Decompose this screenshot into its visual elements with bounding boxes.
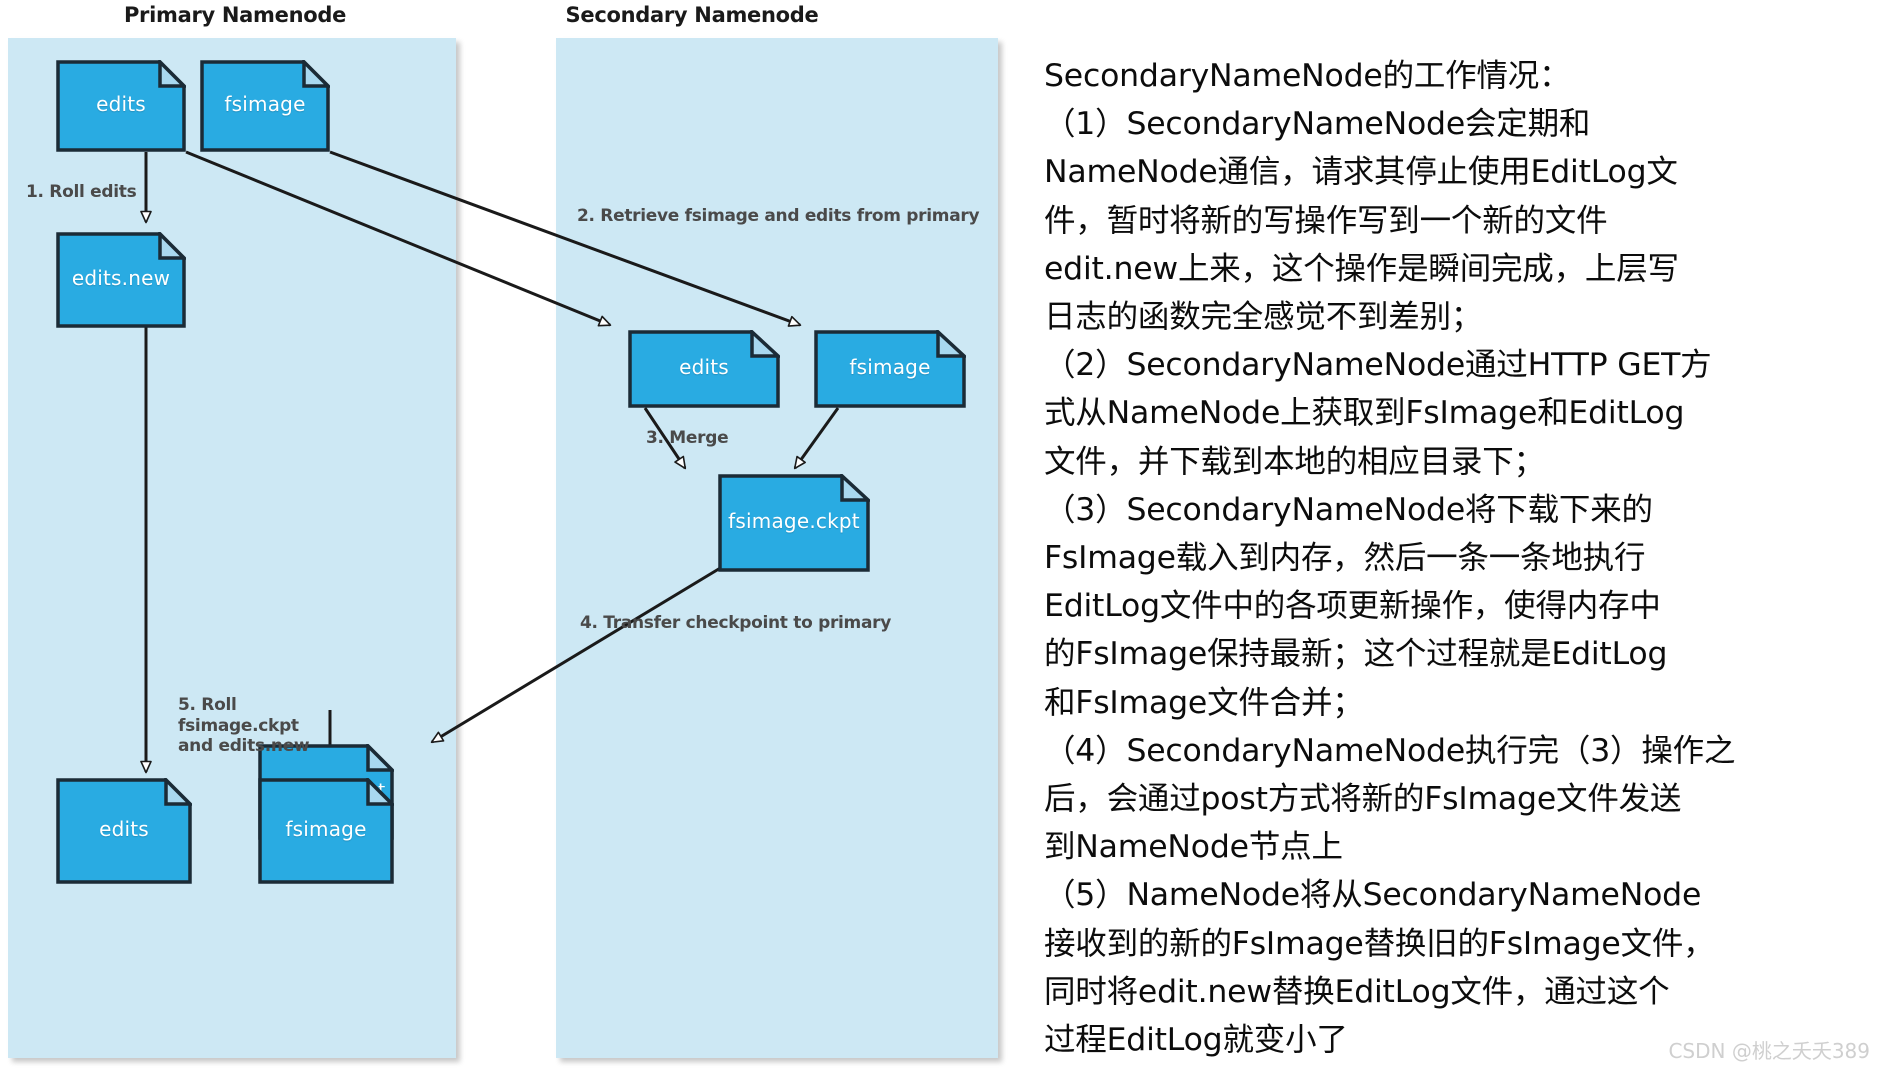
explanation-line: 过程EditLog就变小了	[1044, 1022, 1348, 1059]
step-label-3: 3. Merge	[646, 428, 729, 448]
explanation-line: 文件，并下载到本地的相应目录下；	[1044, 443, 1545, 480]
explanation-line: FsImage载入到内存，然后一条一条地执行	[1044, 540, 1646, 577]
explanation-line: （3）SecondaryNameNode将下载下来的	[1044, 491, 1653, 528]
explanation-line: 同时将edit.new替换EditLog文件，通过这个	[1044, 973, 1670, 1010]
explanation-line: EditLog文件中的各项更新操作，使得内存中	[1044, 588, 1661, 625]
explanation-line: （5）NameNode将从SecondaryNameNode	[1044, 877, 1702, 914]
explanation-line: （2）SecondaryNameNode通过HTTP GET方	[1044, 347, 1712, 384]
explanation-panel: SecondaryNameNode的工作情况： （1）SecondaryName…	[1022, 0, 1884, 1076]
explanation-line: （4）SecondaryNameNode执行完（3）操作之	[1044, 732, 1736, 769]
node-edits-new[interactable]: edits.new	[56, 232, 186, 328]
hdfs-checkpoint-diagram: Primary Namenode Secondary Namenode	[8, 3, 998, 1058]
panel-title-primary: Primary Namenode	[123, 3, 347, 27]
explanation-line: SecondaryNameNode的工作情况：	[1044, 58, 1571, 94]
explanation-line: （1）SecondaryNameNode会定期和	[1044, 106, 1591, 143]
step-label-4: 4. Transfer checkpoint to primary	[580, 613, 892, 633]
node-edits-secondary[interactable]: edits	[628, 330, 780, 408]
explanation-line: 日志的函数完全感觉不到差别；	[1044, 299, 1483, 336]
explanation-line: 到NameNode节点上	[1044, 829, 1343, 866]
step-label-1: 1. Roll edits	[26, 182, 137, 202]
step-label-5: 5. Roll fsimage.ckpt and edits.new	[178, 695, 310, 757]
explanation-line: NameNode通信，请求其停止使用EditLog文	[1044, 154, 1678, 191]
explanation-line: 的FsImage保持最新；这个过程就是EditLog	[1044, 636, 1668, 673]
csdn-watermark: CSDN @桃之夭夭389	[1668, 1039, 1870, 1063]
node-edits-primary-bottom[interactable]: edits	[56, 778, 192, 884]
explanation-line: 后，会通过post方式将新的FsImage文件发送	[1044, 781, 1682, 818]
explanation-line: 接收到的新的FsImage替换旧的FsImage文件，	[1044, 925, 1715, 962]
node-fsimage-primary-bottom[interactable]: fsimage	[258, 778, 394, 884]
explanation-line: 式从NameNode上获取到FsImage和EditLog	[1044, 395, 1685, 432]
node-fsimage-secondary[interactable]: fsimage	[814, 330, 966, 408]
node-fsimage-ckpt-secondary[interactable]: fsimage.ckpt	[718, 474, 870, 572]
node-fsimage-primary-top[interactable]: fsimage	[200, 60, 330, 152]
step-label-2: 2. Retrieve fsimage and edits from prima…	[577, 206, 980, 226]
explanation-line: 和FsImage文件合并；	[1044, 684, 1364, 721]
panel-title-secondary: Secondary Namenode	[565, 3, 819, 27]
node-edits-primary-top[interactable]: edits	[56, 60, 186, 152]
explanation-line: 件，暂时将新的写操作写到一个新的文件	[1044, 202, 1608, 239]
explanation-line: edit.new上来，这个操作是瞬间完成，上层写	[1044, 250, 1679, 287]
